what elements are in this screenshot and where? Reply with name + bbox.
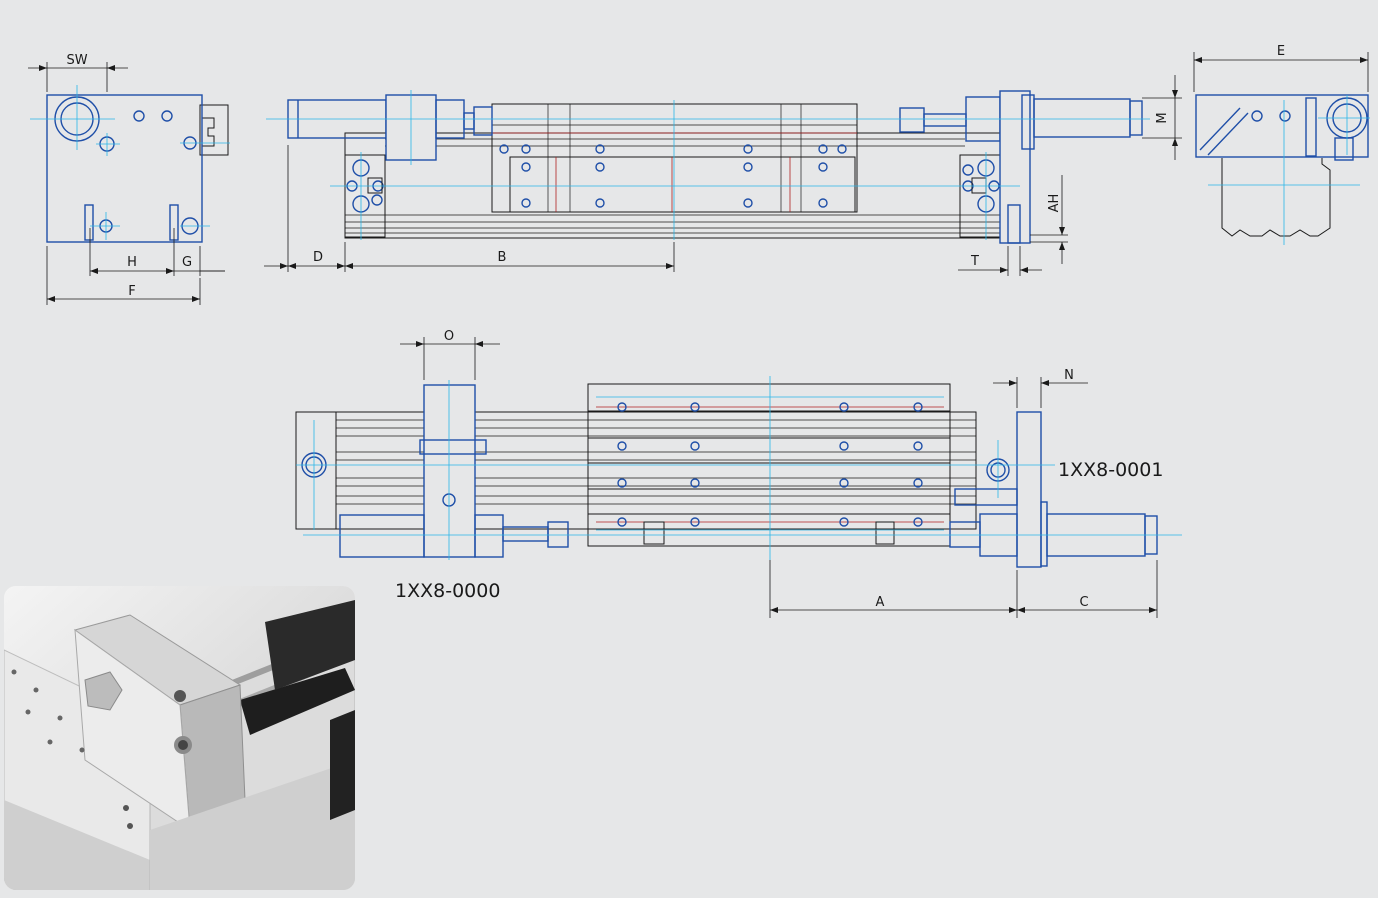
dim-o: O <box>400 329 500 380</box>
dim-t: T <box>958 246 1042 276</box>
dim-e-label: E <box>1277 44 1285 59</box>
dim-ah: AH <box>1030 175 1068 264</box>
right-end-view <box>1195 94 1370 245</box>
dim-g-label: G <box>182 255 192 270</box>
dim-n-label: N <box>1064 368 1074 383</box>
dim-sw: SW <box>28 53 128 92</box>
part-number-left: 1XX8-0000 <box>395 580 500 602</box>
dim-o-label: O <box>444 329 454 344</box>
side-view <box>266 90 1150 244</box>
dim-ah-label: AH <box>1047 194 1062 213</box>
dim-h-label: H <box>127 255 137 270</box>
plan-view <box>295 376 1182 568</box>
dim-a-label: A <box>876 595 885 610</box>
product-photo <box>4 586 355 890</box>
dim-a-c: A C <box>769 560 1158 618</box>
part-number-right: 1XX8-0001 <box>1058 459 1163 481</box>
dim-c-label: C <box>1079 595 1088 610</box>
dim-e: E <box>1193 44 1369 92</box>
dim-m-label: M <box>1155 112 1170 123</box>
dim-d-b: D B <box>264 145 675 272</box>
dim-f: F <box>46 246 201 305</box>
dim-n: N <box>993 368 1088 408</box>
dim-h-g: H G <box>89 228 225 276</box>
left-end-view <box>30 85 230 243</box>
dim-m: M <box>1142 75 1182 160</box>
dim-d-label: D <box>313 250 323 265</box>
dim-t-label: T <box>970 254 979 269</box>
dim-b-label: B <box>498 250 507 265</box>
dim-sw-label: SW <box>66 53 87 68</box>
dim-f-label: F <box>128 284 135 299</box>
